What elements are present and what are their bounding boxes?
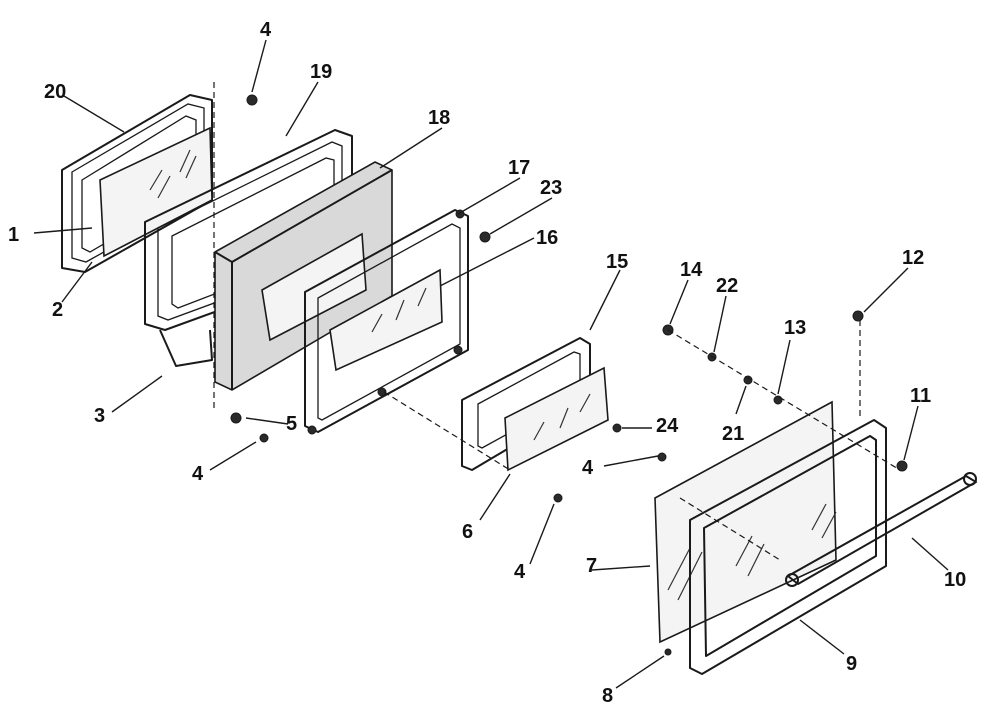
callout-17: 17 (508, 157, 530, 179)
callout-1: 1 (8, 224, 19, 246)
callout-8: 8 (602, 685, 613, 707)
callout-7: 7 (586, 555, 597, 577)
callout-2: 2 (52, 299, 63, 321)
part-2-inner-glass (99, 126, 213, 258)
part-24-screw (612, 423, 622, 433)
part-6-glass (504, 366, 609, 472)
screw-top (246, 94, 258, 106)
part-12-screw (852, 310, 864, 322)
part-3-side-panel (159, 329, 213, 367)
part-13-spacer (773, 395, 783, 405)
callout-19: 19 (310, 61, 332, 83)
callout-4-right: 4 (582, 457, 594, 479)
callout-15: 15 (606, 251, 628, 273)
callout-23: 23 (540, 177, 562, 199)
part-17-middle-panel (304, 209, 469, 435)
screw-lower-left (259, 433, 269, 443)
leader-lines (33, 39, 949, 689)
screw-bottom-mid (553, 493, 563, 503)
callout-4-left: 4 (192, 463, 204, 485)
callout-6: 6 (462, 521, 473, 543)
callout-14: 14 (680, 259, 703, 281)
callout-16: 16 (536, 227, 558, 249)
part-9-outer-door-frame (689, 419, 887, 675)
callout-5: 5 (286, 413, 297, 435)
callout-21: 21 (722, 423, 744, 445)
screw-right-mid (657, 452, 667, 462)
callout-13: 13 (784, 317, 806, 339)
part-16-window-glass (329, 268, 443, 372)
callout-3: 3 (94, 405, 105, 427)
alignment-lines (213, 82, 901, 561)
callout-24: 24 (656, 415, 679, 437)
callout-20: 20 (44, 81, 66, 103)
callout-12: 12 (902, 247, 924, 269)
part-7-outer-glass (654, 400, 837, 644)
part-21-washer (743, 375, 753, 385)
fasteners (230, 94, 908, 656)
callout-4-bottom: 4 (514, 561, 526, 583)
screw-panel (377, 387, 387, 397)
callout-22: 22 (716, 275, 738, 297)
callout-labels: 1 2 3 4 4 4 4 5 6 7 8 9 10 11 12 13 14 1… (8, 19, 966, 707)
callout-9: 9 (846, 653, 857, 675)
callout-10: 10 (944, 569, 966, 591)
callout-4-top: 4 (260, 19, 272, 41)
part-11-screw (896, 460, 908, 472)
part-23-screw (479, 231, 491, 243)
part-10-handle (785, 472, 977, 587)
part-5-clip (230, 412, 242, 424)
callout-11: 11 (910, 385, 931, 407)
part-8-pin (664, 648, 672, 656)
callout-18: 18 (428, 107, 450, 129)
